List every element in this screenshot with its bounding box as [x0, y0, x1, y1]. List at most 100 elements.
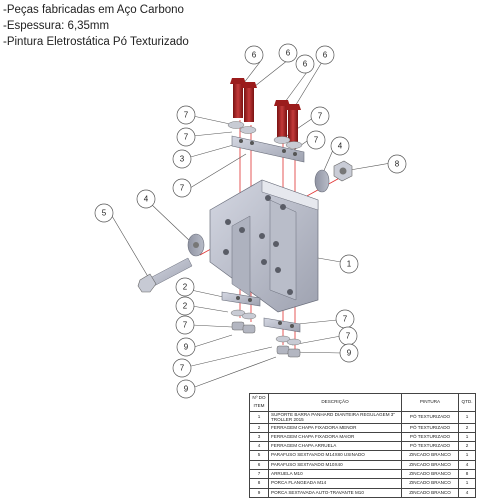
table-row: 1 SUPORTE BARRA PANHARD DIANTEIRA REGULA…: [249, 410, 476, 424]
item-balloons: [94, 43, 407, 399]
balloon-label: 1: [347, 260, 352, 269]
bom-item: 6: [249, 459, 269, 471]
bom-paint: ZINCADO BRANCO: [401, 450, 459, 461]
balloon-label: 2: [183, 283, 188, 292]
balloon-label: 9: [184, 385, 189, 394]
balloon-label: 2: [183, 302, 188, 311]
bom-item: 7: [249, 469, 269, 480]
note-paint: -Pintura Eletrostática Pó Texturizado: [3, 36, 189, 48]
small-plate-upper: [221, 291, 261, 307]
bolt-top-4: [285, 104, 301, 142]
bom-qty: 4: [458, 487, 476, 498]
balloon: [278, 43, 298, 63]
balloon: [330, 136, 350, 156]
bom-qty: 1: [458, 410, 476, 424]
bom-desc: FERRAGEM CHAPA FIXADORA MAIOR: [268, 431, 402, 443]
table-row: 7 ARRUELA M10 ZINCADO BRANCO 8: [249, 469, 476, 480]
balloon-label: 4: [338, 142, 343, 151]
balloon: [306, 130, 326, 150]
balloon: [175, 296, 195, 316]
bom-item: 2: [249, 422, 269, 433]
bom-header-qty: QTD.: [458, 393, 476, 412]
balloon: [310, 106, 330, 126]
bolt-top-2: [241, 82, 257, 122]
balloon-label: 8: [395, 160, 400, 169]
balloon-label: 7: [184, 133, 189, 142]
bom-qty: 4: [458, 459, 476, 471]
bom-paint: PÓ TEXTURIZADO: [401, 410, 459, 424]
balloon-label: 7: [180, 364, 185, 373]
leader-lines: [111, 59, 392, 389]
bom-paint: ZINCADO BRANCO: [401, 469, 459, 480]
bolt-top-3: [274, 100, 290, 138]
bom-header-row: Nº DO ITEM DESCRIÇÃO PINTURA QTD.: [249, 393, 476, 412]
balloon: [175, 277, 195, 297]
table-row: 3 FERRAGEM CHAPA FIXADORA MAIOR PÓ TEXTU…: [249, 431, 476, 443]
bom-qty: 2: [458, 422, 476, 433]
bom-qty: 8: [458, 469, 476, 480]
balloon: [136, 189, 156, 209]
balloon: [176, 105, 196, 125]
balloon-label: 6: [323, 51, 328, 60]
balloon: [176, 379, 196, 399]
bill-of-materials: Nº DO ITEM DESCRIÇÃO PINTURA QTD. 1 SUPO…: [249, 393, 476, 498]
balloon-label: 3: [180, 155, 185, 164]
balloon: [339, 343, 359, 363]
balloon: [387, 154, 407, 174]
note-thickness: -Espessura: 6,35mm: [3, 20, 110, 32]
big-bolt: [137, 257, 193, 293]
large-fixing-plate: [231, 135, 305, 163]
bom-paint: ZINCADO BRANCO: [401, 487, 459, 498]
balloon: [339, 254, 359, 274]
balloon: [295, 54, 315, 74]
balloon-label: 7: [183, 321, 188, 330]
flange-nut: [333, 160, 353, 182]
bom-paint: ZINCADO BRANCO: [401, 478, 459, 489]
note-material: -Peças fabricadas em Aço Carbono: [3, 4, 184, 16]
table-row: 6 PARAFUSO SEXTAVADO M10X40 ZINCADO BRAN…: [249, 459, 476, 471]
balloon-label: 7: [314, 136, 319, 145]
main-bracket: [209, 179, 319, 313]
table-row: 4 FERRAGEM CHAPA ARRUELA PÓ TEXTURIZADO …: [249, 441, 476, 452]
small-plate-lower: [263, 317, 301, 333]
bom-item: 1: [249, 410, 269, 424]
balloon-label: 7: [180, 184, 185, 193]
balloon-label: 9: [184, 343, 189, 352]
bom-desc: FERRAGEM CHAPA ARRUELA: [268, 441, 402, 452]
balloon-label: 9: [347, 349, 352, 358]
bom-paint: PÓ TEXTURIZADO: [401, 431, 459, 443]
table-row: 5 PARAFUSO SEXTAVADO M14X80 USINADO ZINC…: [249, 450, 476, 461]
balloon-label: 4: [144, 195, 149, 204]
balloon: [176, 337, 196, 357]
balloon-label: 6: [252, 51, 257, 60]
balloon-label: 6: [303, 60, 308, 69]
bom-item: 8: [249, 478, 269, 489]
balloon-label: 7: [318, 112, 323, 121]
bom-paint: ZINCADO BRANCO: [401, 459, 459, 471]
bom-desc: PORCA FLANGEADA M14: [268, 478, 402, 489]
bom-desc: ARRUELA M10: [268, 469, 402, 480]
bom-desc: SUPORTE BARRA PANHARD DIANTEIRA REGULAGE…: [268, 410, 402, 424]
bom-desc: FERRAGEM CHAPA FIXADORA MENOR: [268, 422, 402, 433]
bottom-washers: [230, 309, 302, 346]
bom-qty: 2: [458, 441, 476, 452]
bom-header-item: Nº DO ITEM: [249, 393, 269, 412]
bom-desc: PARAFUSO SEXTAVADO M14X80 USINADO: [268, 450, 402, 461]
balloon-label: 6: [286, 49, 291, 58]
bom-item: 5: [249, 450, 269, 461]
balloon: [176, 127, 196, 147]
bom-paint: PÓ TEXTURIZADO: [401, 422, 459, 433]
bom-item: 4: [249, 441, 269, 452]
table-row: 9 PORCA SEXTAVADA AUTO-TRAVANTE M10 ZINC…: [249, 487, 476, 498]
bom-paint: PÓ TEXTURIZADO: [401, 441, 459, 452]
bom-qty: 1: [458, 478, 476, 489]
bom-desc: PARAFUSO SEXTAVADO M10X40: [268, 459, 402, 471]
bom-item: 3: [249, 431, 269, 443]
bom-header-desc: DESCRIÇÃO: [268, 393, 402, 412]
notes-block: -Peças fabricadas em Aço Carbono -Espess…: [3, 2, 189, 50]
balloon: [315, 45, 335, 65]
balloon-label: 5: [102, 209, 107, 218]
bom-qty: 1: [458, 431, 476, 443]
washer-plate-right: [314, 169, 330, 193]
